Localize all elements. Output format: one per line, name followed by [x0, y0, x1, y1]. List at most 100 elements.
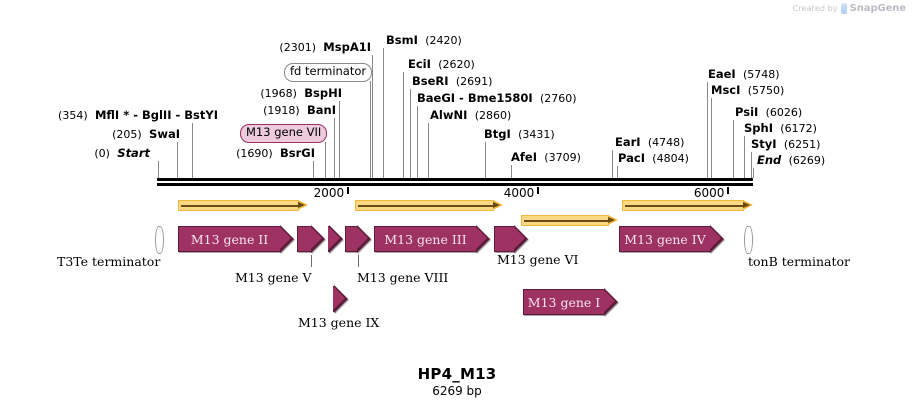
- enzyme-name: AfeI: [511, 150, 537, 164]
- enzyme-label-bsmi[interactable]: BsmI (2420): [386, 34, 462, 47]
- enzyme-label-bsrgi[interactable]: (1690) BsrGI: [236, 146, 315, 160]
- enzyme-position: (2420): [425, 34, 462, 47]
- gene-arrowhead-icon: [328, 225, 343, 253]
- enzyme-leader-line: [428, 123, 429, 178]
- ruler-bar-top: [157, 178, 753, 181]
- enzyme-position: (2760): [539, 92, 577, 105]
- enzyme-leader-line: [707, 82, 708, 178]
- enzyme-label-eaei[interactable]: EaeI (5748): [708, 67, 780, 81]
- gene-callout-m13-gene-ix: M13 gene IX: [298, 315, 380, 330]
- feature-leader-line: [370, 81, 371, 178]
- enzyme-leader-line: [612, 150, 613, 178]
- enzyme-position: (3431): [518, 128, 555, 141]
- gene-arrow-m13-gene-vii[interactable]: [328, 225, 343, 253]
- enzyme-position: (1690): [236, 147, 273, 160]
- ruler-bar-bottom: [157, 183, 753, 186]
- feature-badge-fd-terminator[interactable]: fd terminator: [284, 63, 373, 82]
- gene-arrowhead-icon: [279, 225, 294, 253]
- enzyme-label-btgi[interactable]: BtgI (3431): [484, 127, 555, 141]
- gene-arrow-m13-gene-iv[interactable]: M13 gene IV: [619, 225, 724, 253]
- enzyme-label-end[interactable]: End (6269): [757, 153, 825, 167]
- enzyme-name: BsrGI: [280, 146, 315, 160]
- orf-arrow-orf-4: [622, 200, 753, 211]
- orf-shaft: [521, 215, 609, 226]
- enzyme-label-start[interactable]: (0) Start: [94, 147, 150, 160]
- gene-arrow-body: [297, 226, 311, 252]
- enzyme-leader-line: [617, 166, 618, 178]
- gene-arrow-m13-gene-v[interactable]: [297, 225, 325, 253]
- enzyme-label-alwni[interactable]: AlwNI (2860): [430, 108, 512, 122]
- feature-badge-m13-gene-vii[interactable]: M13 gene VII: [240, 124, 328, 143]
- enzyme-label-bsphi[interactable]: (1968) BspHI: [260, 87, 342, 100]
- gene-arrow-label: M13 gene I: [527, 294, 601, 310]
- enzyme-label-baegi-bme1580i[interactable]: BaeGI - Bme1580I (2760): [417, 92, 577, 105]
- enzyme-label-paci[interactable]: PacI (4804): [618, 152, 689, 165]
- enzyme-name: BanI: [307, 103, 336, 117]
- enzyme-label-afei[interactable]: AfeI (3709): [511, 150, 581, 164]
- gene-arrow-m13-gene-i[interactable]: M13 gene I: [523, 288, 618, 316]
- enzyme-name: StyI: [751, 137, 777, 151]
- enzyme-leader-line: [417, 106, 418, 178]
- gene-arrow-m13-gene-vi[interactable]: [494, 225, 528, 253]
- terminator-marker-t3te-terminator: [155, 226, 164, 254]
- enzyme-label-styi[interactable]: StyI (6251): [751, 137, 820, 151]
- enzyme-position: (2860): [474, 109, 512, 122]
- gene-arrow-m13-gene-viii[interactable]: [345, 225, 371, 253]
- enzyme-label-msci[interactable]: MscI (5750): [711, 84, 785, 97]
- snapgene-watermark: Created by SnapGene: [793, 3, 906, 14]
- enzyme-label-psii[interactable]: PsiI (6026): [735, 106, 803, 119]
- gene-arrow-m13-gene-ii[interactable]: M13 gene II: [178, 225, 294, 253]
- terminator-marker-tonb-terminator: [744, 226, 753, 254]
- enzyme-label-ecii[interactable]: EciI (2620): [408, 58, 475, 71]
- enzyme-leader-line: [744, 136, 745, 178]
- enzyme-name: AlwNI: [430, 108, 468, 122]
- orf-arrowhead-icon: [608, 215, 618, 226]
- gene-arrow-m13-gene-iii[interactable]: M13 gene III: [374, 225, 490, 253]
- enzyme-position: (354): [58, 109, 88, 122]
- enzyme-leader-line: [158, 161, 159, 178]
- gene-arrowhead-icon: [475, 225, 490, 253]
- enzyme-label-bseri[interactable]: BseRI (2691): [412, 75, 492, 88]
- enzyme-name: EaeI: [708, 67, 736, 81]
- enzyme-position: (5750): [747, 84, 785, 97]
- terminator-label-t3te-terminator: T3Te terminator: [57, 254, 161, 269]
- enzyme-position: (6172): [780, 122, 817, 135]
- gene-arrow-body: [345, 226, 357, 252]
- enzyme-position: (5748): [743, 68, 780, 81]
- enzyme-leader-line: [485, 142, 486, 178]
- orf-arrow-layer: [178, 200, 753, 226]
- gene-arrow-body: M13 gene IV: [619, 226, 710, 252]
- enzyme-leader-line: [339, 101, 340, 178]
- enzyme-label-mspa1i[interactable]: (2301) MspA1I: [279, 41, 371, 54]
- ruler-tick: [727, 187, 730, 194]
- gene-arrow-body: M13 gene III: [374, 226, 476, 252]
- gene-arrow-label: M13 gene II: [190, 231, 269, 247]
- enzyme-label-swai[interactable]: (205) SwaI: [112, 128, 180, 141]
- enzyme-label-mfli-bglii-bstyi[interactable]: (354) MflI * - BglII - BstYI: [58, 109, 218, 122]
- enzyme-leader-line: [383, 48, 384, 178]
- enzyme-leader-line: [334, 118, 335, 178]
- enzyme-name: BtgI: [484, 127, 511, 141]
- gene-arrow-m13-gene-ix[interactable]: [333, 285, 348, 313]
- ruler-tick: [347, 187, 350, 194]
- enzyme-label-sphi[interactable]: SphI (6172): [744, 122, 817, 135]
- enzyme-label-bani[interactable]: (1918) BanI: [263, 103, 336, 117]
- orf-arrow-orf-3: [521, 215, 618, 226]
- enzyme-name: End: [757, 153, 782, 167]
- enzyme-leader-line: [403, 72, 404, 178]
- enzyme-position: (205): [112, 128, 142, 141]
- enzyme-leader-line: [372, 55, 373, 178]
- enzyme-position: (6026): [765, 106, 803, 119]
- orf-arrowhead-icon: [493, 200, 503, 211]
- ruler-tick: [537, 187, 540, 194]
- orf-shaft: [178, 200, 299, 211]
- watermark-prefix: Created by: [792, 4, 838, 13]
- enzyme-leader-line: [733, 120, 734, 178]
- ruler-tick-label: 2000: [313, 186, 345, 200]
- gene-arrowhead-icon: [333, 285, 348, 313]
- orf-arrow-orf-2: [355, 200, 503, 211]
- enzyme-label-eari[interactable]: EarI (4748): [615, 136, 684, 149]
